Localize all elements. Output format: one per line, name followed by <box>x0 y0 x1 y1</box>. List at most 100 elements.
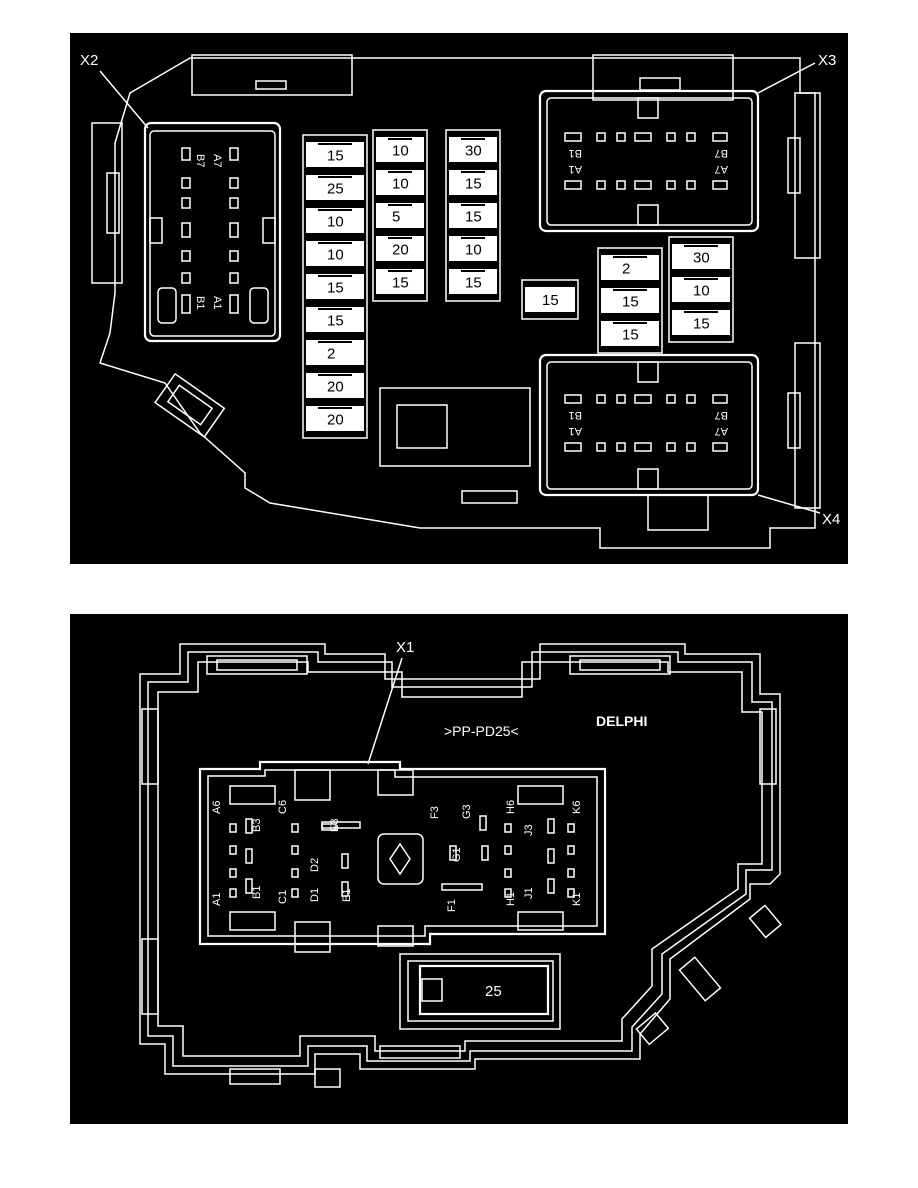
fuse-terminal <box>318 308 352 310</box>
fuse-body <box>672 244 730 269</box>
fuse-body <box>601 288 659 313</box>
fuse-body <box>601 255 659 280</box>
fuse-rating-label: 15 <box>622 327 639 344</box>
side-latch-right-2 <box>787 392 801 449</box>
x1-key-top-left <box>294 769 331 801</box>
x4-leader-line <box>757 494 821 514</box>
fuse-terminal <box>461 237 485 239</box>
bottom-latch <box>461 490 518 504</box>
x3-pin-b1: B1 <box>569 147 582 159</box>
x1-label: X1 <box>396 639 414 656</box>
fuse-column-frame <box>302 134 368 439</box>
fuse-rating-label: 15 <box>693 316 710 333</box>
x1-pin-label: B1 <box>251 886 263 899</box>
fuse-rating-label: 15 <box>327 280 344 297</box>
fuse-terminal <box>318 176 352 178</box>
x1-pin-label: C6 <box>277 800 289 814</box>
fuse-body <box>306 373 364 398</box>
fuse-rating-label: 10 <box>693 283 710 300</box>
fuse-rating-label: 10 <box>392 143 409 160</box>
x1-key-top-mid <box>377 769 414 796</box>
x1-pin-label: A6 <box>211 801 223 814</box>
latch-left-2 <box>141 938 159 1015</box>
x1-connector-outer <box>198 760 607 946</box>
fuse-body <box>449 203 497 228</box>
x3-pin-cavities <box>564 132 728 190</box>
x1-pin-label: D1 <box>309 888 321 902</box>
fuse-rating-label: 25 <box>327 181 344 198</box>
relay-module-window <box>396 404 448 449</box>
diagonal-clip-inner <box>166 384 214 426</box>
fuse-terminal <box>388 270 412 272</box>
fuse-body <box>306 406 364 431</box>
fuse-rating-label: 15 <box>465 176 482 193</box>
side-tab-left <box>91 122 123 284</box>
x1-latch-tl <box>229 785 276 805</box>
x1-pin-label: J3 <box>523 824 535 836</box>
fuse-rating-label: 5 <box>392 209 400 226</box>
fuse-terminal <box>388 204 412 206</box>
x1-latch-tr <box>517 785 564 805</box>
fuse-rating-label: 30 <box>693 250 710 267</box>
latch-1 <box>255 80 287 90</box>
x1-pin-label: D2 <box>309 858 321 872</box>
fuse-body <box>306 142 364 167</box>
fuse-terminal <box>318 143 352 145</box>
fuse-terminal <box>318 407 352 409</box>
corner-clip-2 <box>678 956 722 1002</box>
x4-connector <box>538 353 760 497</box>
x1-pin-label: H1 <box>505 892 517 906</box>
latch-top-left <box>206 655 308 675</box>
latch-right-1 <box>759 708 777 785</box>
fuse-25-housing-inner <box>407 960 554 1022</box>
housing-outline-outer <box>139 643 781 1075</box>
fuse-terminal <box>684 311 718 313</box>
fuse-rating-label: 20 <box>392 242 409 259</box>
top-tab-right <box>592 54 734 101</box>
x4-key-top <box>637 361 659 383</box>
fuse-body <box>306 274 364 299</box>
x3-key-bottom <box>637 204 659 226</box>
x1-latch-br <box>517 911 564 931</box>
corner-clip-3 <box>635 1011 670 1046</box>
brand-label: DELPHI <box>596 713 647 729</box>
fuse-terminal <box>684 278 718 280</box>
fuse-body <box>449 269 497 294</box>
fuse-terminal <box>684 245 718 247</box>
x4-pin-b1: B1 <box>569 409 582 421</box>
fuse-terminal <box>613 322 647 324</box>
x1-latch-bl <box>229 911 276 931</box>
x1-pin-label: G1 <box>451 847 463 862</box>
fuse-rating-label: 15 <box>392 275 409 292</box>
fuse-25-tab <box>421 978 443 1002</box>
x1-pin-label: E1 <box>341 889 353 902</box>
relay-module <box>379 387 531 467</box>
x2-connector <box>143 121 282 343</box>
x1-pin-cavities <box>229 815 575 898</box>
x1-center-boss <box>377 833 424 885</box>
fuse-body <box>376 170 424 195</box>
x1-pin-label: C1 <box>277 890 289 904</box>
x2-lock-left <box>157 287 177 324</box>
latch-2 <box>639 77 681 91</box>
fuse-rating-label: 15 <box>622 294 639 311</box>
x1-connector-inner <box>207 769 598 937</box>
fuse-terminal <box>461 204 485 206</box>
x1-pin-label: J1 <box>523 887 535 899</box>
fuse-terminal <box>613 256 647 258</box>
fuse-body <box>306 241 364 266</box>
fuse-terminal <box>388 138 412 140</box>
diagonal-clip <box>154 372 226 438</box>
fuse-25-housing <box>399 953 561 1030</box>
fuse-body <box>449 236 497 261</box>
fuse-terminal <box>318 374 352 376</box>
x2-pin-b7: B7 <box>194 154 206 167</box>
side-latch-left <box>106 172 120 234</box>
fuse-rating-label: 15 <box>327 313 344 330</box>
fuse-rating-label: 20 <box>327 412 344 429</box>
tab-bottom-left <box>229 1068 281 1085</box>
fuse-body <box>306 208 364 233</box>
fuse-rating-label: 30 <box>465 143 482 160</box>
